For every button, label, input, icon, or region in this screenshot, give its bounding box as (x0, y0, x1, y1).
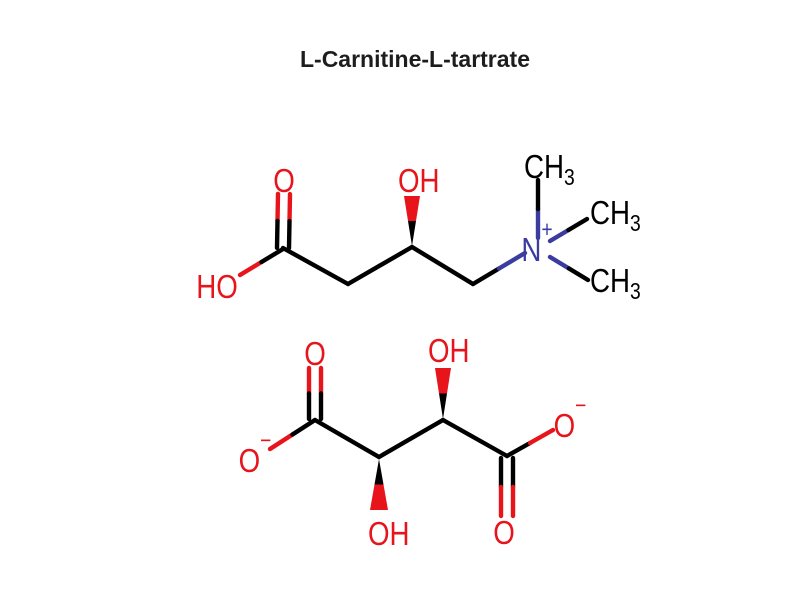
bond-segment (496, 250, 528, 271)
wedge-bond-narrow (374, 459, 384, 485)
bond-segment (259, 246, 286, 265)
bond-segment (267, 432, 295, 452)
tartrate-right-carboxylate-O-label: O− (554, 394, 587, 445)
methyl-top-label: CH3 (524, 149, 575, 191)
bond-segment (566, 266, 591, 283)
methyl-upper-right-label: CH3 (590, 195, 641, 237)
bond-segment (237, 259, 264, 278)
bond-segment (274, 218, 280, 251)
bond-segment (504, 440, 533, 459)
wedge-bond-wide (404, 196, 420, 221)
page-title: L-Carnitine-L-tartrate (299, 46, 531, 72)
carnitine-carboxyl-HO-label: HO (196, 269, 238, 306)
bond-segment (376, 417, 446, 460)
wedge-bond-wide (370, 484, 388, 510)
tartrate-upper-hydroxyl-OH-label: OH (428, 333, 470, 370)
quaternary-nitrogen-label: N+ (521, 218, 552, 269)
bond-segment (275, 191, 281, 224)
bond-segment (470, 266, 502, 287)
bond-segment (547, 254, 572, 271)
bond-segment (409, 244, 476, 287)
tartrate-right-carbonyl-oxygen-label: O (493, 515, 515, 552)
wedge-bond-wide (435, 368, 451, 394)
bond-segment (547, 227, 571, 244)
tartrate-left-carbonyl-oxygen-label: O (304, 336, 326, 373)
wedge-bond-narrow (439, 393, 447, 419)
bond-segment (290, 417, 318, 437)
tartrate-lower-hydroxyl-OH-label: OH (368, 516, 410, 553)
bond-segment (286, 218, 292, 251)
bond-segment (312, 417, 382, 460)
bond-segment (566, 216, 590, 233)
methyl-lower-right-label: CH3 (590, 263, 641, 305)
bond-segment (527, 427, 556, 446)
bond-segment (440, 417, 510, 459)
bond-segment (345, 244, 415, 287)
wedge-bond-narrow (408, 221, 416, 246)
carnitine-carbonyl-oxygen-label: O (273, 163, 295, 200)
tartrate-left-carboxylate-O-label: O− (239, 429, 272, 480)
bond-segment (287, 191, 293, 224)
carnitine-hydroxyl-OH-label: OH (398, 163, 440, 200)
bond-segment (280, 245, 351, 287)
l-tartrate-dianion: O O− OH OH O− O (239, 333, 587, 553)
